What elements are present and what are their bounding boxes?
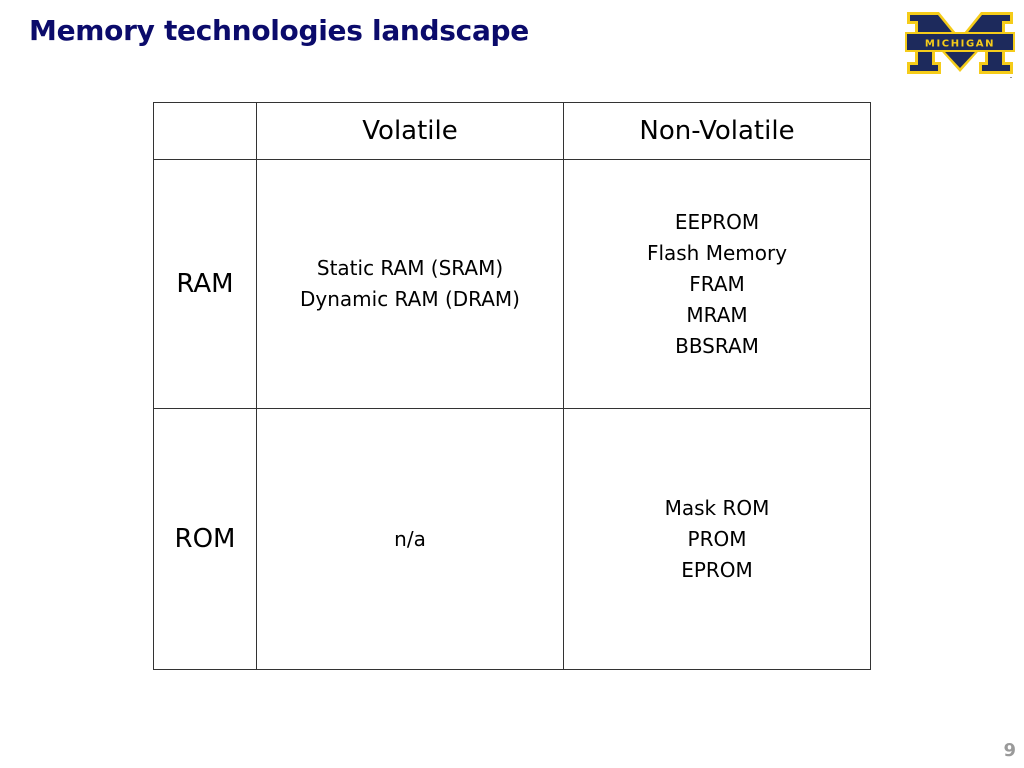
list-item: EEPROM	[674, 209, 760, 234]
table-row: RAM Static RAM (SRAM) Dynamic RAM (DRAM)…	[153, 159, 871, 409]
list-item: Dynamic RAM (DRAM)	[300, 287, 520, 311]
list-item: PROM	[687, 526, 747, 551]
slide-title: Memory technologies landscape	[29, 14, 529, 47]
list-item: n/a	[394, 526, 426, 551]
memory-landscape-table: Volatile Non-Volatile RAM Static RAM (SR…	[153, 102, 871, 670]
page-number: 9	[1003, 740, 1016, 761]
list-item: MRAM	[686, 302, 748, 327]
table-header-row: Volatile Non-Volatile	[153, 102, 871, 160]
list-item: Flash Memory	[646, 240, 788, 265]
michigan-logo: MICHIGAN	[905, 12, 1015, 78]
table-row: ROM n/a Mask ROM PROM EPROM	[153, 408, 871, 670]
ram-volatile-cell: Static RAM (SRAM) Dynamic RAM (DRAM)	[256, 159, 564, 409]
column-header-volatile: Volatile	[256, 102, 564, 160]
list-item: EPROM	[681, 557, 753, 582]
list-item: BBSRAM	[675, 333, 759, 358]
rom-volatile-cell: n/a	[256, 408, 564, 670]
row-label-rom: ROM	[153, 408, 257, 670]
logo-text: MICHIGAN	[925, 39, 995, 50]
list-item: Static RAM (SRAM)	[316, 256, 504, 280]
column-header-non-volatile: Non-Volatile	[563, 102, 871, 160]
list-item: FRAM	[689, 271, 745, 296]
row-label-ram: RAM	[153, 159, 257, 409]
corner-cell	[153, 102, 257, 160]
list-item: Mask ROM	[664, 495, 770, 520]
rom-non-volatile-cell: Mask ROM PROM EPROM	[563, 408, 871, 670]
ram-non-volatile-cell: EEPROM Flash Memory FRAM MRAM BBSRAM	[563, 159, 871, 409]
